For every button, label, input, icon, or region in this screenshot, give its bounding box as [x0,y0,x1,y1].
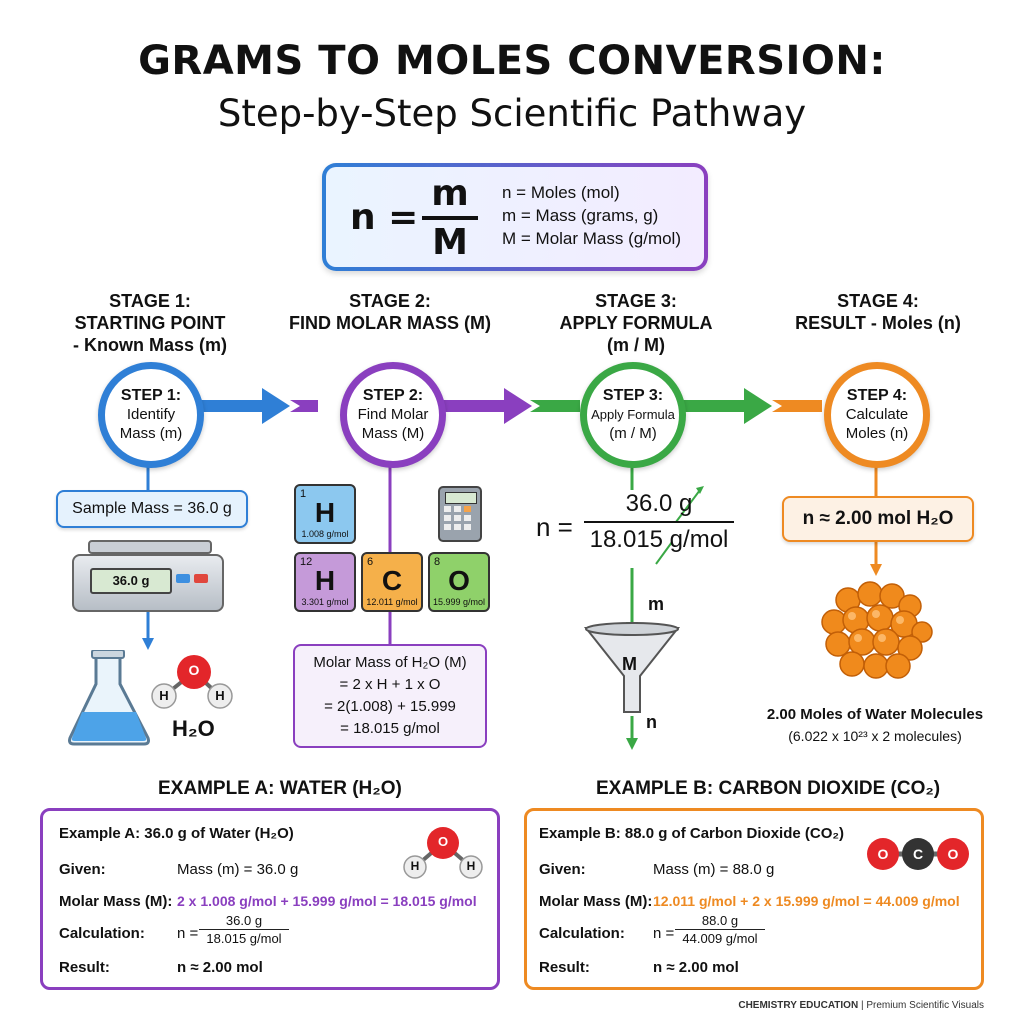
arrow-2-tail [290,400,318,412]
stage3-fraction: 36.0 g 18.015 g/mol [584,490,734,554]
molecule-cluster-icon [821,581,933,679]
connector-4-arrowhead [870,564,882,576]
step-1-circle: STEP 1: Identify Mass (m) [98,362,204,468]
funnel-top-label: m [648,594,665,614]
formula-legend: n = Moles (mol) m = Mass (grams, g) M = … [502,181,681,250]
calculator-icon [438,486,482,542]
sample-mass-label: Sample Mass = 36.0 g [56,490,248,528]
example-b-molar-label: Molar Mass (M): [539,893,653,910]
example-a-given: Mass (m) = 36.0 g [177,861,299,878]
legend-n: n = Moles (mol) [502,183,620,202]
arrow-1-shaft [198,400,268,412]
example-b-calc-label: Calculation: [539,925,625,942]
funnel-bottom-label: n [646,712,657,732]
page-subtitle: Step-by-Step Scientific Pathway [217,92,807,135]
stage3-lhs: n = [536,512,573,542]
example-a-title: Example A: 36.0 g of Water (H₂O) [59,825,294,842]
connector-3-bottom-head [626,738,638,750]
arrow-3-head [744,388,772,424]
example-a-calc-lhs: n = [177,925,199,942]
arrow-3-tail [530,400,580,412]
example-b-given-label: Given: [539,861,586,878]
arrow-2-head [504,388,532,424]
example-b-title: Example B: 88.0 g of Carbon Dioxide (CO₂… [539,825,845,842]
stage-2-title: STAGE 2:FIND MOLAR MASS (M) [289,291,491,333]
formula-denominator: M [432,222,468,263]
formula-lhs: n = [350,197,419,238]
funnel-mid-label: M [622,654,637,674]
example-a-box: Example A: 36.0 g of Water (H₂O) Given: … [40,808,500,990]
arrow-1-head [262,388,290,424]
example-a-result: n ≈ 2.00 mol [177,959,263,976]
water-molecule-icon: O H H [148,652,238,716]
example-b-result-label: Result: [539,959,590,976]
stage-1-title: STAGE 1:STARTING POINT- Known Mass (m) [72,291,227,355]
water-formula-label: H₂O [172,716,215,741]
arrow-2-shaft [436,400,510,412]
stage4-subcaption: (6.022 x 10²³ x 2 molecules) [788,728,962,744]
footer-brand: CHEMISTRY EDUCATION [738,1000,859,1011]
example-a-molar: 2 x 1.008 g/mol + 15.999 g/mol = 18.015 … [177,893,477,909]
example-b-box: Example B: 88.0 g of Carbon Dioxide (CO₂… [524,808,984,990]
cancel-mark-bottom [655,541,673,565]
footer: CHEMISTRY EDUCATION | Premium Scientific… [738,1000,984,1011]
stage-3-title: STAGE 3:APPLY FORMULA(m / M) [559,291,713,355]
example-b-calc-lhs: n = [653,925,675,942]
step-4-circle: STEP 4: Calculate Moles (n) [824,362,930,468]
legend-m: m = Mass (grams, g) [502,206,659,225]
example-a-calc-label: Calculation: [59,925,145,942]
formula-box: n = m M n = Moles (mol) m = Mass (grams,… [322,163,708,271]
flask-icon [68,650,150,746]
stage-4-title: STAGE 4:RESULT - Moles (n) [795,291,961,333]
page-title: GRAMS TO MOLES CONVERSION: [138,38,886,84]
stage3-numerator: 36.0 g [625,490,693,517]
example-a-molecule-icon: O H H [399,823,487,885]
example-a-result-label: Result: [59,959,110,976]
stage4-result: n ≈ 2.00 mol H₂O [782,496,974,542]
connector-1-arrowhead [142,638,154,650]
footer-separator: | [860,1000,864,1011]
step-2-circle: STEP 2: Find Molar Mass (M) [340,362,446,468]
arrow-4-tail [772,400,822,412]
cancel-mark-top [675,489,701,523]
scale-display: 36.0 g [90,568,172,594]
molar-mass-calculation-box: Molar Mass of H₂O (M) = 2 x H + 1 x O = … [293,644,487,748]
formula-fraction: m M [422,173,478,263]
stage3-denominator: 18.015 g/mol [589,526,729,553]
example-b-heading: EXAMPLE B: CARBON DIOXIDE (CO₂) [596,778,941,799]
example-b-given: Mass (m) = 88.0 g [653,861,775,878]
step-3-circle: STEP 3: Apply Formula (m / M) [580,362,686,468]
example-b-result: n ≈ 2.00 mol [653,959,739,976]
example-a-given-label: Given: [59,861,106,878]
example-a-molar-label: Molar Mass (M): [59,893,173,910]
scale-icon: 36.0 g [72,540,224,612]
co2-molecule-icon: O C O [863,835,973,873]
arrow-3-shaft [676,400,748,412]
footer-tagline: Premium Scientific Visuals [866,1000,984,1011]
legend-M: M = Molar Mass (g/mol) [502,229,681,248]
example-a-heading: EXAMPLE A: WATER (H₂O) [158,778,402,799]
example-b-molar: 12.011 g/mol + 2 x 15.999 g/mol = 44.009… [653,893,960,909]
formula-numerator: m [431,173,469,214]
stage4-caption: 2.00 Moles of Water Molecules [766,706,984,723]
